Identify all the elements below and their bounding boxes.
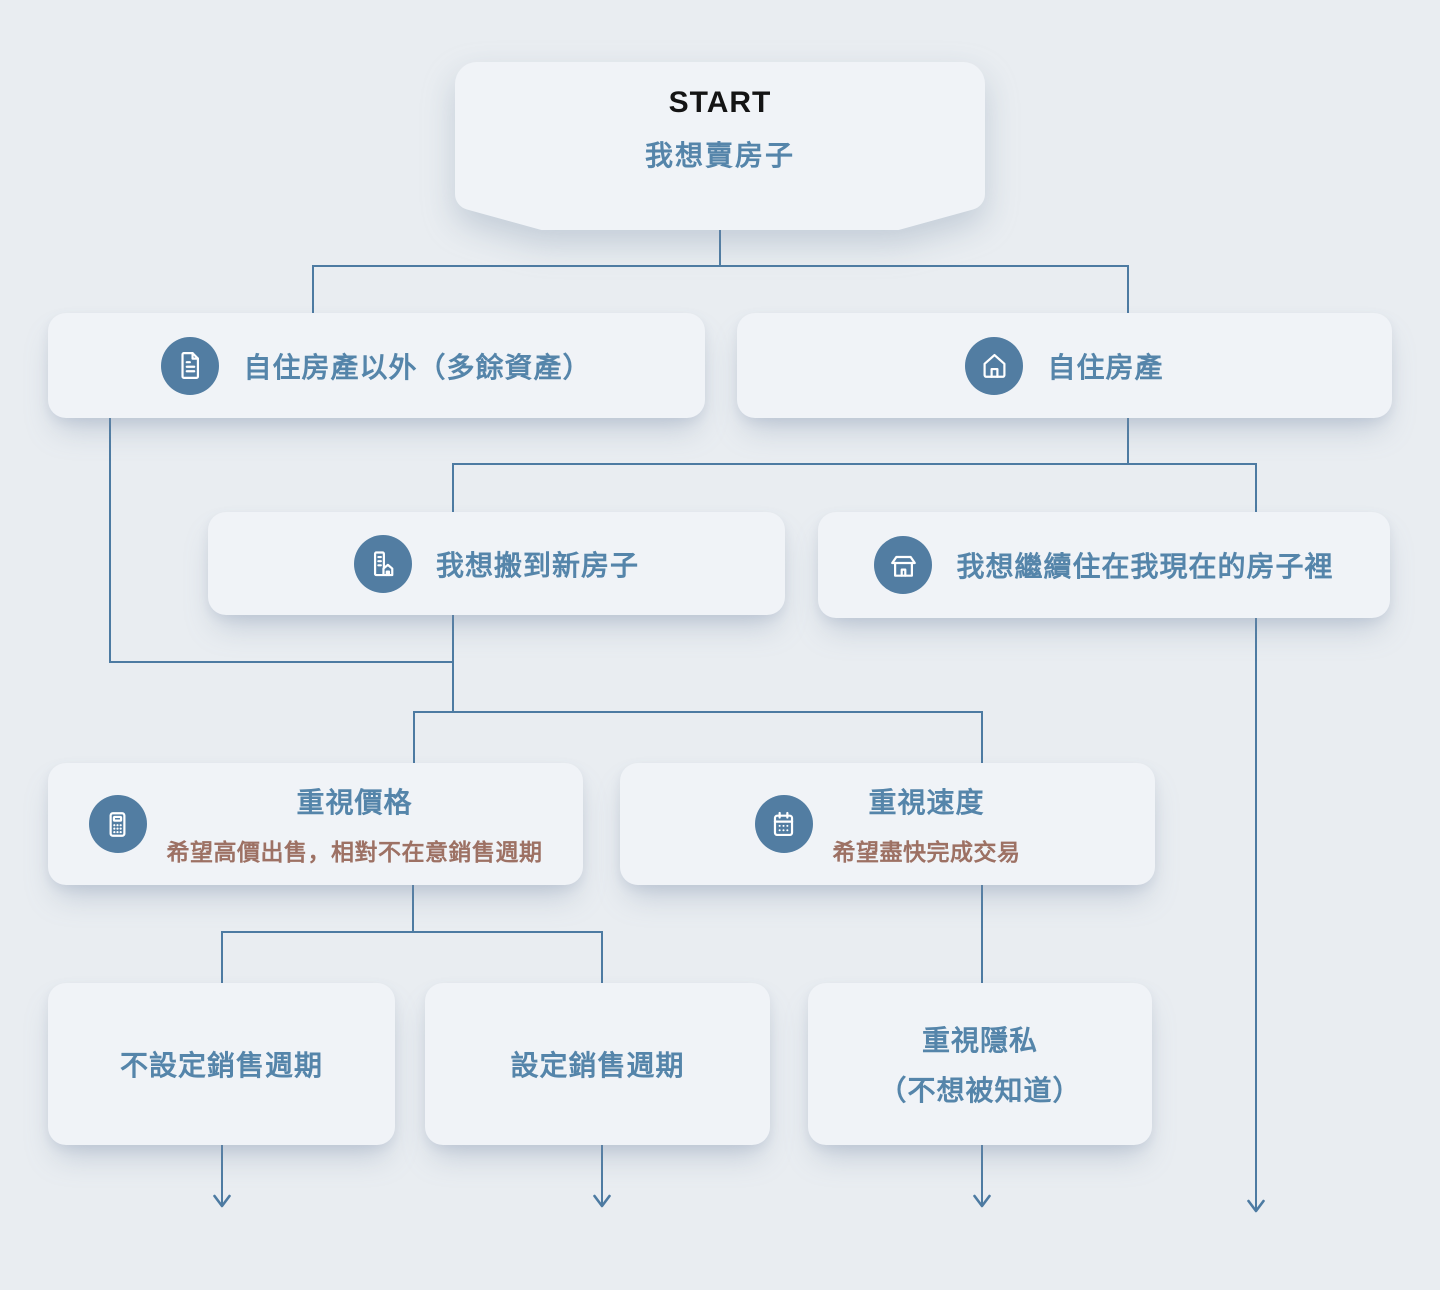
node-label: 我想搬到新房子 [435,549,639,581]
node-subtitle: 希望盡快完成交易 [832,839,1021,865]
node-no-sales-period: 不設定銷售週期 [48,983,395,1145]
arrow-down-icon [973,1194,991,1208]
node-label: 我想繼續住在我現在的房子裡 [956,551,1334,582]
arrow-down-icon [593,1194,611,1208]
node-title: 重視價格 [296,787,413,818]
arrow-down-icon [213,1194,231,1208]
node-label: 自住房產 [1047,351,1164,383]
node-value-speed: 重視速度 希望盡快完成交易 [620,763,1155,885]
node-label-line2: （不想被知道） [878,1075,1082,1106]
node-title: 重視速度 [868,787,985,818]
node-privacy: 重視隱私 （不想被知道） [808,983,1152,1145]
start-subtitle: 我想賣房子 [644,139,795,171]
node-label: 不設定銷售週期 [119,1050,323,1081]
node-label: 自住房產以外（多餘資產） [243,351,592,383]
calculator-icon [88,795,147,853]
home-icon [965,336,1024,395]
node-other-asset: 自住房產以外（多餘資產） [48,313,705,418]
node-start: START 我想賣房子 [455,62,985,230]
node-own-home: 自住房產 [737,313,1392,418]
node-value-price: 重視價格 希望高價出售，相對不在意銷售週期 [48,763,583,885]
house-icon [874,536,933,594]
calendar-icon [754,795,813,853]
node-label-line1: 重視隱私 [921,1025,1038,1056]
arrow-down-icon [1247,1199,1265,1213]
node-label: 設定銷售週期 [510,1050,685,1081]
node-move-new: 我想搬到新房子 [208,512,785,615]
node-subtitle: 希望高價出售，相對不在意銷售週期 [166,839,543,865]
document-icon [161,336,220,395]
building-icon [353,534,412,593]
start-banner-shape [455,62,985,230]
start-title: START [668,85,772,119]
node-stay-current: 我想繼續住在我現在的房子裡 [818,512,1390,618]
node-set-sales-period: 設定銷售週期 [425,983,770,1145]
